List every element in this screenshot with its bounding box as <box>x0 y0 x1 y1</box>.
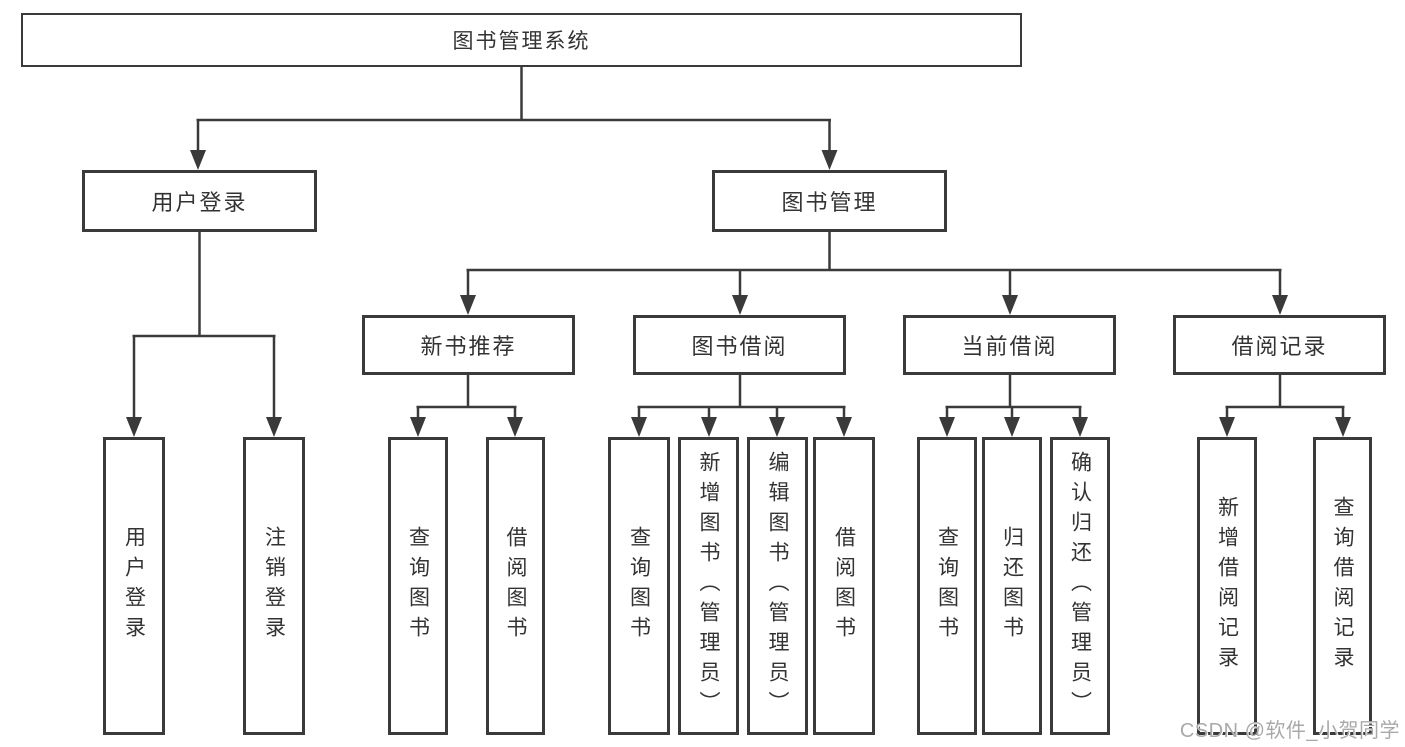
node-book-borrow: 图书借阅 <box>633 315 846 375</box>
arrowhead <box>1004 417 1020 437</box>
arrowhead <box>732 295 748 315</box>
connector-current-borrow-to-leaves <box>945 374 1082 419</box>
arrowhead <box>821 150 838 170</box>
arrowhead <box>631 417 647 437</box>
arrowhead <box>1219 417 1235 437</box>
leaf-query-books-recommend-label: 查询图书 <box>406 526 430 646</box>
leaf-edit-book-admin-label: 编辑图书（管理员） <box>766 451 789 721</box>
node-book-management-label: 图书管理 <box>781 190 878 215</box>
leaf-add-borrow-record-label: 新增借阅记录 <box>1215 496 1239 676</box>
arrowhead <box>939 417 955 437</box>
leaf-query-borrow-record: 查询借阅记录 <box>1313 437 1372 735</box>
leaf-query-books-borrow: 查询图书 <box>608 437 670 735</box>
leaf-borrow-books-recommend: 借阅图书 <box>486 437 545 735</box>
leaf-user-login: 用户登录 <box>103 437 165 735</box>
leaf-query-borrow-record-label: 查询借阅记录 <box>1331 496 1354 676</box>
leaf-borrow-books: 借阅图书 <box>813 437 875 735</box>
leaf-confirm-return-admin: 确认归还（管理员） <box>1050 437 1110 735</box>
node-book-management: 图书管理 <box>712 170 947 232</box>
connector-new-book-recommend-to-leaves <box>416 374 517 419</box>
node-new-book-recommend: 新书推荐 <box>362 315 575 375</box>
node-borrow-records-label: 借阅记录 <box>1231 334 1328 359</box>
node-new-book-recommend-label: 新书推荐 <box>420 334 517 359</box>
node-user-login-branch: 用户登录 <box>82 170 317 232</box>
leaf-query-books-recommend: 查询图书 <box>388 437 448 735</box>
leaf-add-borrow-record: 新增借阅记录 <box>1197 437 1257 735</box>
node-current-borrow-label: 当前借阅 <box>961 334 1058 359</box>
leaf-logout-label: 注销登录 <box>262 526 286 646</box>
leaf-user-login-label: 用户登录 <box>122 526 146 646</box>
node-book-borrow-label: 图书借阅 <box>691 334 788 359</box>
leaf-borrow-books-label: 借阅图书 <box>832 526 856 646</box>
connector-root-to-level2 <box>196 66 831 152</box>
arrowhead <box>410 417 426 437</box>
leaf-add-book-admin: 新增图书（管理员） <box>678 437 739 735</box>
connector-book-management-to-sections <box>466 231 1282 297</box>
leaf-borrow-books-recommend-label: 借阅图书 <box>504 526 527 646</box>
leaf-add-book-admin-label: 新增图书（管理员） <box>697 451 720 721</box>
node-current-borrow: 当前借阅 <box>903 315 1116 375</box>
connector-borrow-records-to-leaves <box>1225 374 1345 419</box>
leaf-return-book: 归还图书 <box>982 437 1042 735</box>
connector-user-login-to-leaves <box>132 231 276 419</box>
arrowhead <box>701 417 717 437</box>
leaf-query-books-current: 查询图书 <box>917 437 977 735</box>
leaf-edit-book-admin: 编辑图书（管理员） <box>747 437 808 735</box>
arrowhead <box>1335 417 1351 437</box>
arrowhead <box>266 417 282 437</box>
arrowhead <box>1272 295 1288 315</box>
arrowhead <box>126 417 142 437</box>
leaf-query-books-current-label: 查询图书 <box>935 526 959 646</box>
node-user-login-branch-label: 用户登录 <box>151 190 248 215</box>
connector-book-borrow-to-leaves <box>637 374 846 419</box>
arrowhead <box>190 150 206 170</box>
leaf-logout: 注销登录 <box>243 437 305 735</box>
leaf-query-books-borrow-label: 查询图书 <box>627 526 651 646</box>
arrowhead <box>1072 417 1088 437</box>
watermark: CSDN @软件_小贺同学 <box>1179 720 1400 742</box>
node-borrow-records: 借阅记录 <box>1173 315 1386 375</box>
arrowhead <box>460 295 476 315</box>
arrowhead <box>507 417 523 437</box>
arrowhead <box>836 417 852 437</box>
arrowhead <box>769 417 785 437</box>
leaf-return-book-label: 归还图书 <box>1000 526 1024 646</box>
arrowhead <box>1002 295 1018 315</box>
node-library-system: 图书管理系统 <box>21 13 1022 67</box>
node-library-system-label: 图书管理系统 <box>452 30 591 53</box>
leaf-confirm-return-admin-label: 确认归还（管理员） <box>1068 451 1092 721</box>
